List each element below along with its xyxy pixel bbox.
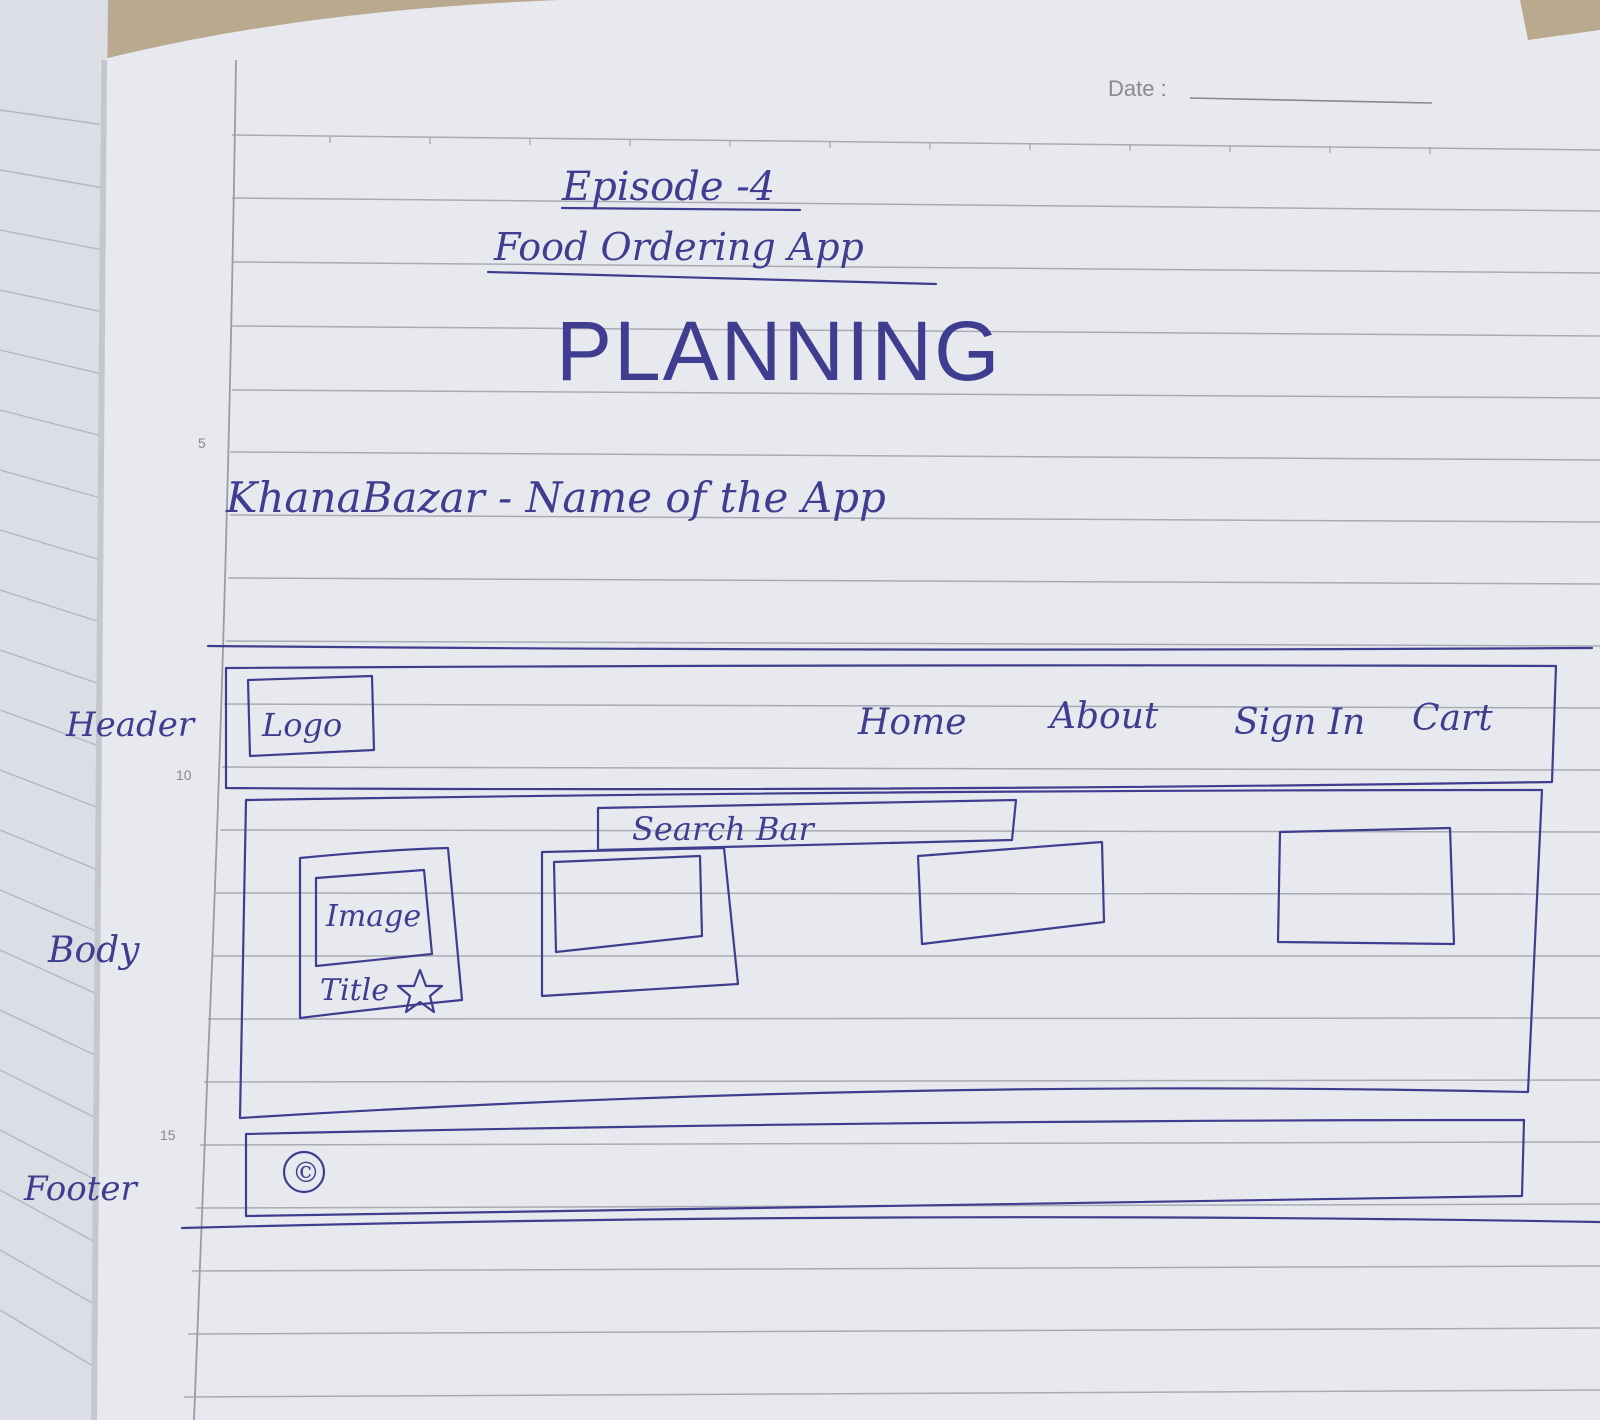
app-subtitle: Food Ordering App	[493, 225, 864, 269]
line-number-15: 15	[160, 1127, 176, 1143]
search-bar-box	[596, 798, 1018, 852]
sketch-bottom-line	[180, 1216, 1600, 1230]
logo-box	[246, 674, 376, 758]
card-image-box	[314, 868, 434, 968]
app-name-line: KhanaBazar - Name of the App	[225, 473, 886, 522]
header-section-label: Header	[65, 705, 196, 745]
page-gutter-shadow	[91, 59, 107, 1420]
footer-section-label: Footer	[23, 1169, 138, 1209]
restaurant-card-1	[298, 846, 464, 1020]
line-number-5: 5	[198, 435, 206, 451]
header-box	[224, 664, 1558, 791]
subtitle-underline	[486, 270, 938, 286]
main-page	[92, 0, 1600, 1420]
left-page	[0, 0, 108, 1420]
margin-line	[193, 59, 237, 1420]
search-bar-label: Search Bar	[632, 810, 816, 848]
restaurant-card-4	[1276, 826, 1456, 946]
restaurant-card-2	[540, 846, 740, 998]
top-rule-ticks	[329, 136, 1431, 154]
nav-item-sign-in: Sign In	[1234, 702, 1365, 743]
body-section-label: Body	[47, 930, 140, 971]
nav-item-about: About	[1047, 696, 1159, 737]
card-2-image-box	[552, 854, 704, 954]
copyright-circle	[282, 1150, 326, 1194]
date-label: Date :	[1108, 76, 1167, 101]
episode-title: Episode -4	[561, 164, 775, 210]
ruled-lines	[183, 134, 1600, 1398]
episode-underline	[560, 206, 802, 212]
card-title-label: Title	[320, 973, 389, 1008]
sketch-top-line	[206, 644, 1594, 651]
restaurant-card-3	[916, 840, 1106, 946]
body-box	[238, 788, 1544, 1120]
copyright-symbol: ©	[292, 1156, 320, 1189]
left-page-rules	[0, 109, 106, 1367]
card-image-label: Image	[325, 899, 421, 934]
planning-heading: PLANNING	[556, 304, 1001, 398]
line-number-10: 10	[176, 767, 192, 783]
star-icon	[396, 968, 444, 1014]
footer-box	[244, 1118, 1526, 1218]
nav-item-home: Home	[857, 702, 967, 743]
nav-item-cart: Cart	[1412, 698, 1493, 739]
logo-label: Logo	[261, 706, 342, 744]
date-line	[1189, 97, 1433, 104]
